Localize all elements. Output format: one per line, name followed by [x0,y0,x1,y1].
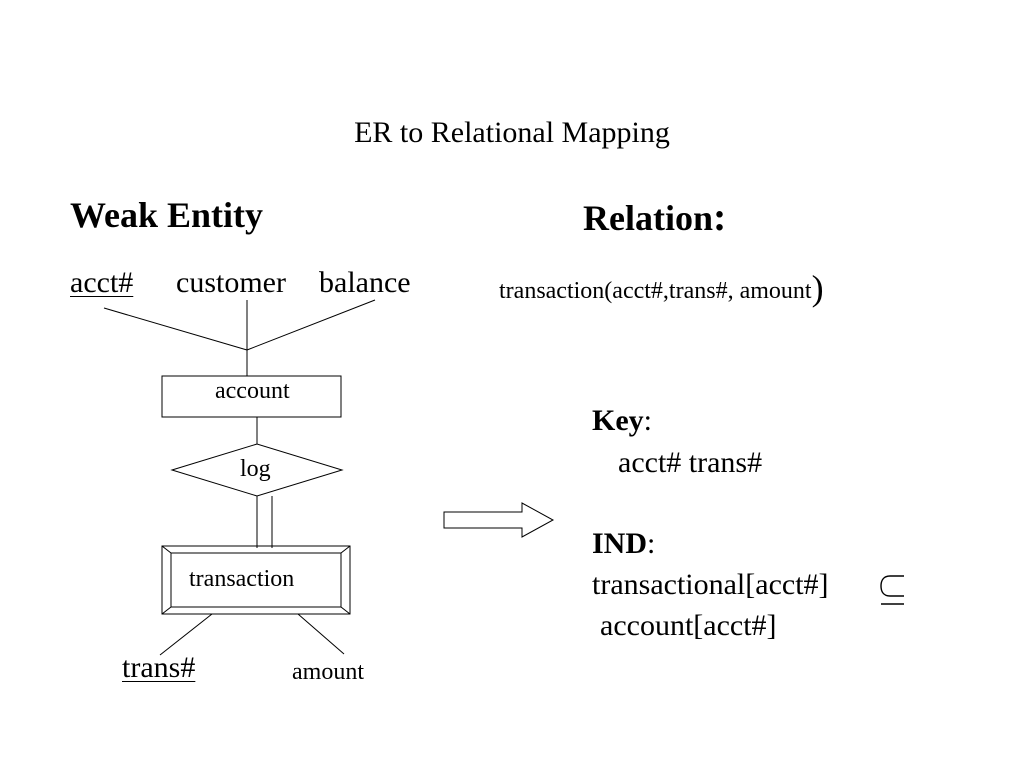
double-box-corner-br [340,606,351,615]
relation-schema-text: transaction(acct#,trans#, amount [499,278,812,304]
attr-balance: balance [319,266,411,299]
balance-connector [246,299,376,351]
amount-connector [297,613,345,655]
key-heading: Key: [592,406,652,436]
key-value: acct# trans# [618,446,763,479]
acct-connector [103,307,248,351]
ind-line-1: transactional[acct#] [592,568,829,601]
trans-connector [159,613,213,656]
attr-amount: amount [292,659,364,685]
account-label: account [215,378,290,404]
subset-icon [880,575,904,597]
mapping-arrow-icon [443,502,555,538]
ind-label: IND [592,527,648,560]
relation-close-paren: ) [811,268,824,308]
relation-heading-colon: : [713,194,727,239]
transaction-inner-box [170,552,342,608]
ind-colon: : [647,527,656,560]
slide-title: ER to Relational Mapping [354,116,670,149]
key-colon: : [643,404,652,437]
transaction-label: transaction [189,566,295,592]
weak-entity-heading: Weak Entity [70,195,264,235]
ind-heading: IND: [592,529,655,559]
transaction-outer-box [161,545,351,615]
attr-customer: customer [176,266,286,299]
ind-line-2: account[acct#] [600,609,777,642]
attr-trans: trans# [122,651,196,684]
log-relationship-diamond [170,443,344,497]
relation-heading-text: Relation [583,198,713,238]
relation-heading: Relation: [583,197,726,237]
key-label: Key [592,404,644,437]
attr-acct: acct# [70,266,134,299]
account-entity-box [161,375,342,418]
double-box-corner-bl [161,606,172,615]
relation-schema: transaction(acct#,trans#, amount) [499,270,824,306]
double-box-corner-tr [340,545,351,554]
double-box-corner-tl [161,545,172,554]
log-label: log [240,456,271,482]
